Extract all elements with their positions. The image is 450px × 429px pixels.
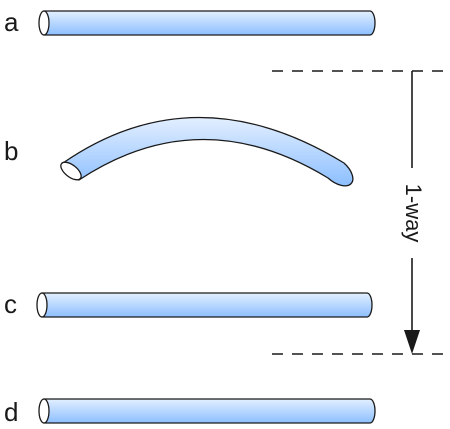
one-way-arrow <box>404 71 420 354</box>
label-b: b <box>4 136 18 166</box>
tube-a <box>38 10 376 36</box>
tube-b-bent <box>60 116 354 187</box>
one-way-label: 1-way <box>401 184 426 243</box>
label-c: c <box>4 289 17 319</box>
tube-d <box>38 398 376 424</box>
tube-a-end-cap <box>38 10 50 36</box>
tube-d-end-cap <box>38 398 50 424</box>
label-a: a <box>4 7 19 37</box>
label-d: d <box>4 397 18 427</box>
arrow-head-icon <box>404 330 420 354</box>
tube-c-end-cap <box>36 292 48 318</box>
tube-c <box>36 292 373 318</box>
tube-b-end-cap <box>60 161 82 181</box>
